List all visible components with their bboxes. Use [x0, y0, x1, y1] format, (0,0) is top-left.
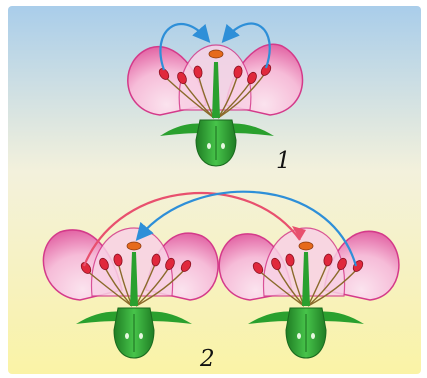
label-cross-pollination: 2 [200, 348, 215, 371]
label-self-pollination: 1 [276, 150, 291, 173]
